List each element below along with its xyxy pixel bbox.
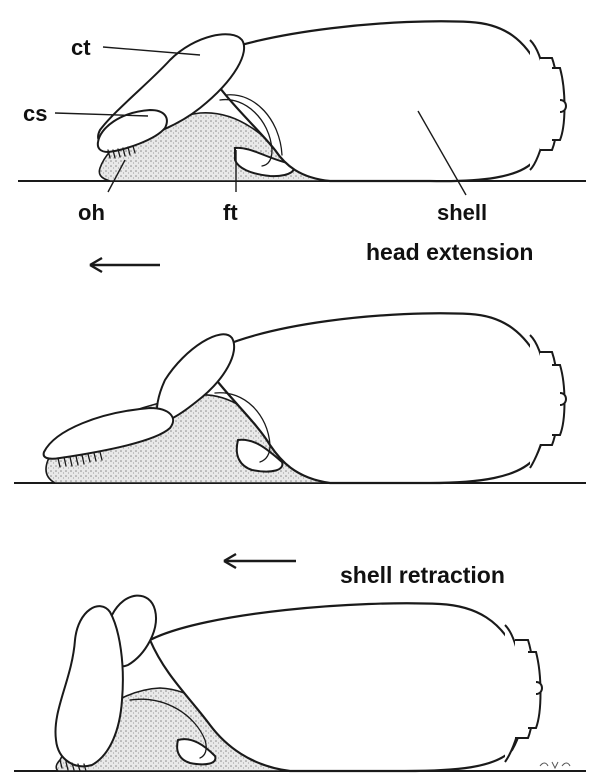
stage-1-head-extension: ct cs oh ft shell head extension (18, 21, 586, 272)
artist-signature (540, 762, 570, 768)
label-cs: cs (23, 101, 47, 126)
shell-apex (536, 682, 542, 694)
direction-arrow-2 (224, 554, 296, 568)
label-ct: ct (71, 35, 91, 60)
shell-apex (560, 100, 566, 112)
label-oh: oh (78, 200, 105, 225)
caption-shell-retraction: shell retraction (340, 562, 505, 588)
direction-arrow-1 (90, 258, 160, 272)
label-shell: shell (437, 200, 487, 225)
caption-head-extension: head extension (366, 239, 533, 265)
label-ft: ft (223, 200, 238, 225)
cephalic-shield (55, 606, 122, 766)
stage-2-midstride (14, 313, 586, 483)
stage-3-shell-retraction: shell retraction (14, 554, 586, 771)
shell-apex (560, 393, 566, 405)
